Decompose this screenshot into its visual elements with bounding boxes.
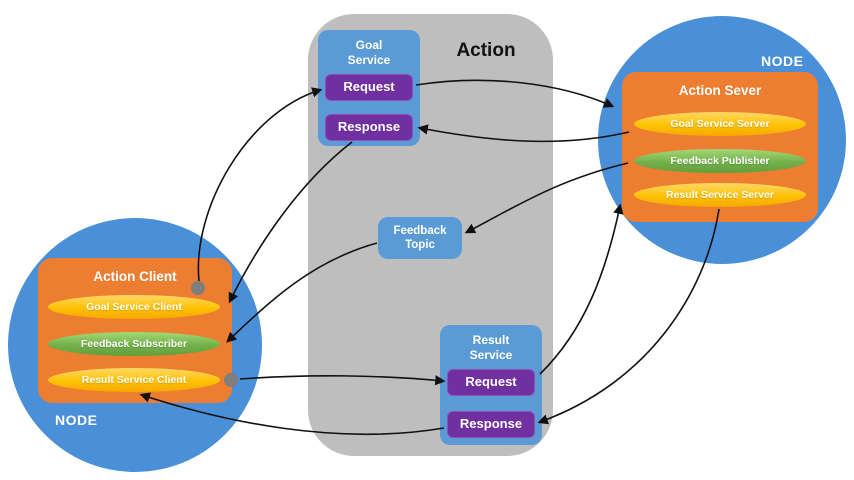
feedback-topic-box: Feedback Topic bbox=[378, 217, 462, 259]
action-client-box: Action Client Goal Service Client Feedba… bbox=[38, 258, 232, 403]
result-service-label: Result Service bbox=[440, 325, 542, 363]
feedback-publisher-pill: Feedback Publisher bbox=[634, 149, 806, 173]
goal-service-label: Goal Service bbox=[318, 30, 420, 68]
result-service-label-line1: Result bbox=[472, 333, 510, 347]
goal-request-box: Request bbox=[325, 74, 413, 101]
feedback-topic-label-line2: Topic bbox=[405, 239, 435, 251]
goal-service-label-line1: Goal bbox=[355, 38, 383, 52]
result-service-label-line2: Service bbox=[469, 348, 513, 362]
goal-response-box: Response bbox=[325, 114, 413, 141]
result-service-server-pill: Result Service Server bbox=[634, 183, 806, 207]
goal-service-client-pill: Goal Service Client bbox=[48, 295, 220, 319]
feedback-subscriber-pill: Feedback Subscriber bbox=[48, 332, 220, 356]
server-node-label: NODE bbox=[761, 53, 804, 69]
result-service-client-pill: Result Service Client bbox=[48, 368, 220, 392]
client-node-label: NODE bbox=[55, 412, 98, 428]
goal-service-label-line2: Service bbox=[347, 53, 391, 67]
action-panel-title: Action bbox=[456, 40, 516, 61]
goal-service-server-pill: Goal Service Server bbox=[634, 112, 806, 136]
feedback-topic-label: Feedback Topic bbox=[393, 224, 446, 253]
feedback-topic-label-line1: Feedback bbox=[393, 224, 447, 237]
result-request-box: Request bbox=[447, 369, 535, 396]
action-client-title: Action Client bbox=[93, 269, 177, 284]
result-response-box: Response bbox=[447, 411, 535, 438]
action-server-box: Action Sever Goal Service Server Feedbac… bbox=[622, 72, 818, 222]
action-server-title: Action Sever bbox=[678, 83, 762, 98]
